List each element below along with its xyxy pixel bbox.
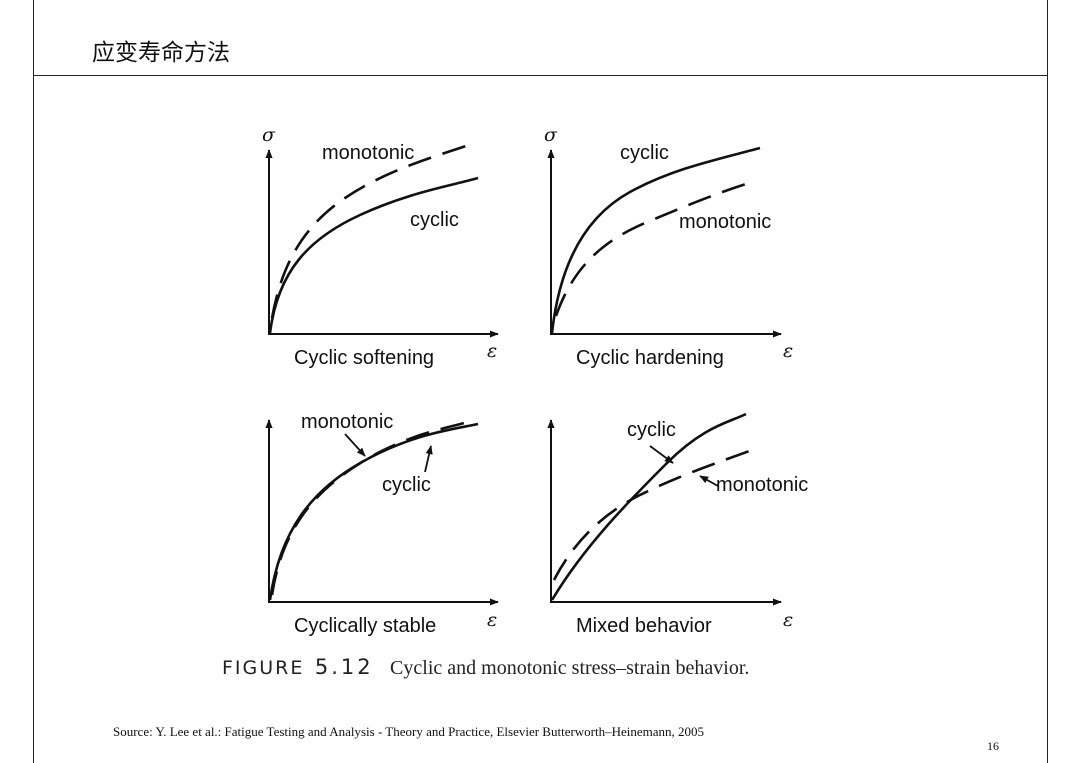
monotonic-label: monotonic xyxy=(716,474,808,496)
panel-title: Cyclically stable xyxy=(294,615,436,637)
cyclic-label: cyclic xyxy=(627,419,676,441)
panel-title: Cyclic hardening xyxy=(576,347,724,369)
figure-caption: FIGURE 5.12 Cyclic and monotonic stress–… xyxy=(222,655,749,679)
source-citation: Source: Y. Lee et al.: Fatigue Testing a… xyxy=(113,724,705,739)
monotonic-pointer xyxy=(344,433,366,457)
monotonic-label: monotonic xyxy=(679,211,771,233)
monotonic-label: monotonic xyxy=(301,411,393,433)
cyclic-label: cyclic xyxy=(382,474,431,496)
caption-number: 5.12 xyxy=(315,655,374,679)
epsilon-label: ε xyxy=(487,340,497,362)
caption-prefix: FIGURE xyxy=(222,657,304,679)
panel-cyclically-stable: ε monotonic cyclic Cyclically stable xyxy=(265,411,499,637)
epsilon-label: ε xyxy=(783,609,793,631)
cyclic-curve xyxy=(268,422,479,601)
monotonic-curve xyxy=(270,418,476,596)
cyclic-pointer xyxy=(649,445,674,464)
epsilon-label: ε xyxy=(487,609,497,631)
panel-mixed-behavior: ε cyclic monotonic Mixed behavior xyxy=(547,412,808,637)
cyclic-label: cyclic xyxy=(620,142,669,164)
panel-cyclic-hardening: σ ε cyclic monotonic Cyclic hardening xyxy=(544,124,793,369)
monotonic-curve xyxy=(270,142,473,319)
title-divider xyxy=(33,75,1048,76)
cyclic-label: cyclic xyxy=(410,209,459,231)
cyclic-curve xyxy=(550,412,747,601)
cyclic-pointer xyxy=(424,445,433,473)
monotonic-curve xyxy=(554,180,753,317)
slide-title: 应变寿命方法 xyxy=(92,40,230,66)
slide-frame-right xyxy=(1047,0,1048,763)
panel-cyclic-softening: σ ε monotonic cyclic Cyclic softening xyxy=(262,124,499,369)
slide-frame-left xyxy=(33,0,34,763)
epsilon-label: ε xyxy=(783,340,793,362)
sigma-label: σ xyxy=(262,124,276,146)
sigma-label: σ xyxy=(544,124,558,146)
panel-title: Mixed behavior xyxy=(576,615,712,637)
monotonic-pointer xyxy=(699,475,719,487)
cyclic-curve xyxy=(550,146,761,334)
page-number: 16 xyxy=(987,739,999,753)
panel-title: Cyclic softening xyxy=(294,347,434,369)
cyclic-curve xyxy=(268,176,479,334)
caption-text: Cyclic and monotonic stress–strain behav… xyxy=(390,657,749,679)
monotonic-label: monotonic xyxy=(322,142,414,164)
monotonic-curve xyxy=(552,448,753,581)
